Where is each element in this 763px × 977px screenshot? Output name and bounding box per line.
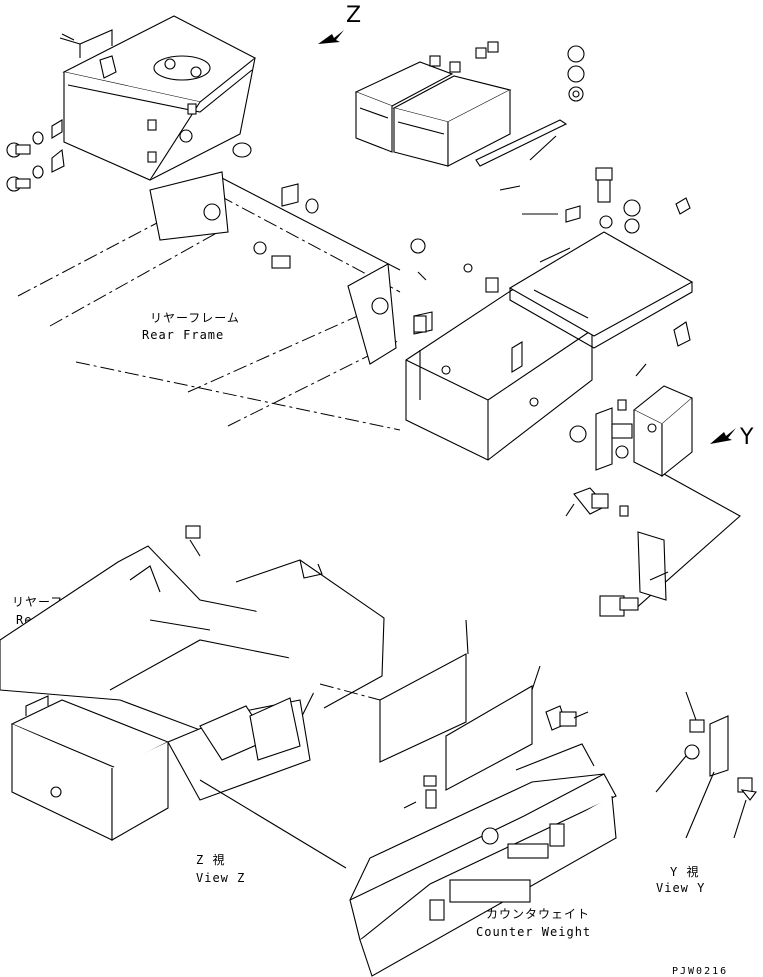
leader-lines — [61, 33, 669, 869]
view-z-marker: Z — [346, 3, 361, 28]
battery-box-cover — [59, 15, 257, 181]
tray-hardware — [410, 167, 691, 347]
rear-frame-top-jp: リヤーフレーム — [150, 311, 240, 325]
view-y-jp: Y 視 — [670, 864, 699, 879]
rear-frame-top-en: Rear Frame — [142, 328, 224, 342]
view-y-en: View Y — [656, 881, 705, 895]
battery-box-bolts — [6, 119, 252, 192]
left-battery-box-lower — [10, 695, 170, 841]
cover-plate — [599, 531, 667, 617]
lower-bracket — [167, 697, 311, 801]
drawing-code: PJW0216 — [672, 966, 728, 977]
rear-frame-lower — [0, 525, 385, 741]
view-y-arrow-icon — [710, 428, 736, 444]
counterweight-jp: カウンタウェイト — [486, 907, 590, 921]
view-y-marker: Y — [739, 425, 754, 450]
view-z-en: View Z — [196, 871, 245, 885]
view-z-arrow-icon — [318, 30, 344, 44]
battery-tray-lid — [508, 231, 694, 349]
view-y-detail — [655, 691, 757, 839]
battery-pair — [354, 41, 585, 167]
frame-bracket — [149, 171, 397, 365]
counterweight — [349, 743, 617, 977]
counterweight-en: Counter Weight — [476, 925, 591, 939]
lower-cover-plates — [319, 653, 577, 809]
view-z-jp: Z 視 — [196, 852, 225, 867]
switch-box — [569, 363, 741, 611]
